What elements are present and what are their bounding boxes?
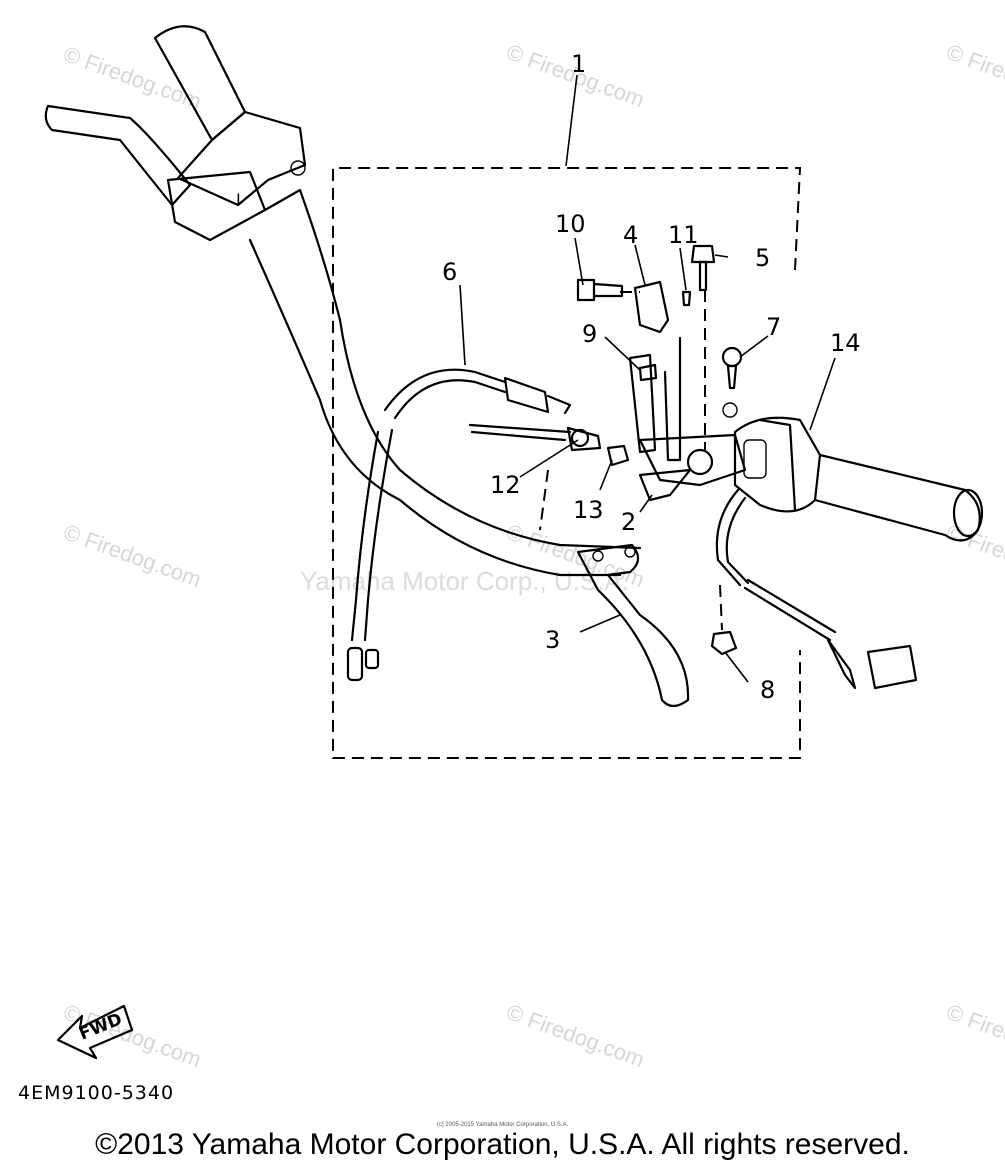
watermark-3: © Firedog.com bbox=[943, 39, 1005, 112]
brake-switch-cable bbox=[346, 368, 572, 682]
watermark-brand: Yamaha Motor Corp., U.S.A. bbox=[300, 566, 629, 596]
svg-text:I: I bbox=[236, 190, 241, 209]
callout-12: 12 bbox=[490, 471, 521, 499]
nut-8 bbox=[710, 630, 738, 656]
leader-lines bbox=[459, 237, 836, 683]
callout-4: 4 bbox=[623, 221, 638, 249]
assembly-box bbox=[332, 167, 802, 759]
screw-5 bbox=[690, 244, 716, 292]
watermark-1: © Firedog.com bbox=[60, 41, 204, 114]
callouts: 1 2 3 4 5 6 7 8 9 10 11 12 13 14 bbox=[442, 50, 861, 704]
watermark-9: © Firedog.com bbox=[943, 999, 1005, 1072]
copyright-notice: ©2013 Yamaha Motor Corporation, U.S.A. A… bbox=[95, 1128, 910, 1161]
callout-5: 5 bbox=[755, 244, 770, 272]
callout-9: 9 bbox=[582, 320, 597, 348]
watermark-8: © Firedog.com bbox=[503, 999, 647, 1072]
screw-7 bbox=[721, 346, 743, 390]
nut-13 bbox=[606, 444, 630, 467]
callout-2: 2 bbox=[621, 508, 636, 536]
callout-6: 6 bbox=[442, 258, 457, 286]
callout-11: 11 bbox=[668, 221, 699, 249]
watermarks: © Firedog.com © Firedog.com © Firedog.co… bbox=[60, 39, 1005, 1072]
watermark-4: © Firedog.com bbox=[60, 519, 204, 592]
centre-lines bbox=[539, 290, 723, 631]
washer bbox=[570, 428, 590, 448]
switch-harness bbox=[715, 488, 918, 690]
callout-10: 10 bbox=[555, 210, 586, 238]
callout-7: 7 bbox=[766, 313, 781, 341]
lever-holder bbox=[628, 336, 747, 502]
callout-3: 3 bbox=[545, 626, 560, 654]
pivot-bolt bbox=[576, 278, 624, 302]
handlebar bbox=[248, 188, 642, 577]
spring bbox=[638, 363, 658, 382]
part-number: 4EM9100-5340 bbox=[18, 1082, 175, 1104]
leader-1 bbox=[565, 74, 578, 167]
small-copyright: (c) 2005-2015 Yamaha Motor Corporation, … bbox=[436, 1122, 569, 1128]
right-switch-housing bbox=[733, 416, 822, 513]
callout-1: 1 bbox=[571, 50, 586, 78]
callout-14: 14 bbox=[830, 329, 861, 357]
callout-13: 13 bbox=[573, 496, 604, 524]
left-grip-assembly: I bbox=[44, 25, 307, 242]
callout-8: 8 bbox=[760, 676, 775, 704]
pin bbox=[681, 290, 692, 307]
brake-cable bbox=[468, 423, 602, 452]
brake-lever bbox=[576, 543, 690, 708]
watermark-6: © Firedog.com bbox=[943, 519, 1005, 592]
clamp bbox=[633, 280, 670, 334]
